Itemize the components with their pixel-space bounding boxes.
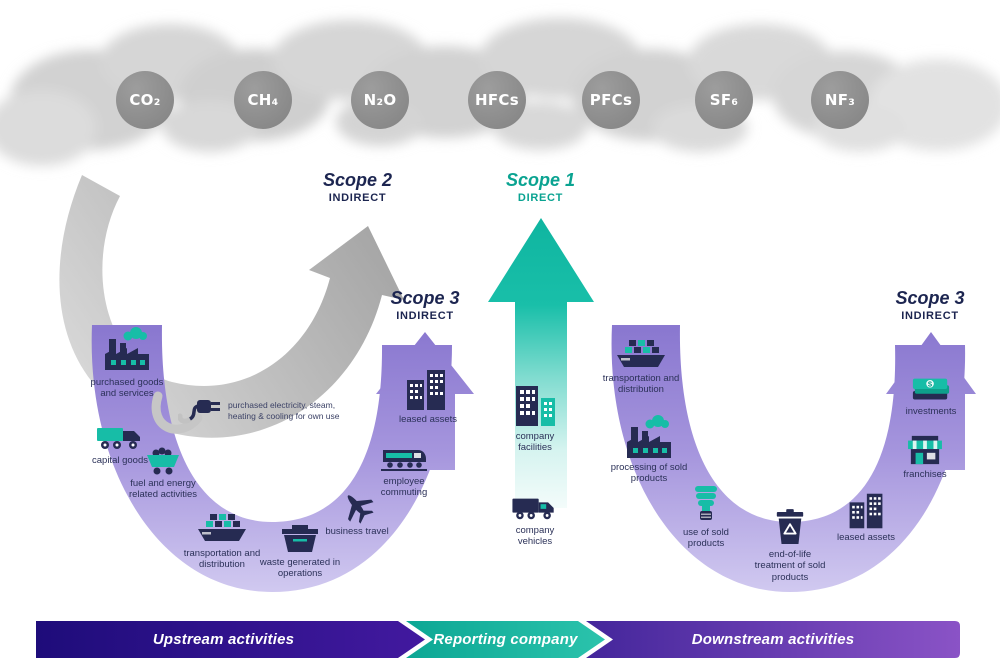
buildings-icon	[844, 492, 888, 530]
activity-label: investments	[905, 406, 957, 417]
upstream-banner	[36, 621, 425, 658]
gas-bubble: CH₄	[234, 71, 292, 129]
company-building-icon	[511, 382, 559, 428]
reporting-banner	[406, 621, 605, 658]
factory-icon	[103, 326, 151, 372]
scope2-title: Scope 2	[322, 170, 393, 190]
factory-icon	[625, 414, 673, 460]
activity-label: transportation and distribution	[602, 373, 680, 396]
scope3-downstream-title: Scope 3	[895, 288, 965, 308]
recycle-bin-icon	[774, 508, 806, 546]
scope1-label: Scope 1 DIRECT	[473, 170, 608, 204]
downstream-banner	[586, 621, 960, 658]
scope3-upstream-arrow	[376, 332, 474, 470]
scope3-downstream-arrow	[886, 332, 976, 470]
gas-bubble: SF₆	[695, 71, 753, 129]
dumpster-icon	[280, 524, 320, 554]
scope3-upstream-label: Scope 3 INDIRECT	[360, 288, 490, 322]
activity-label: capital goods	[92, 455, 148, 466]
downstream-banner-label: Downstream activities	[691, 631, 855, 648]
scope3-upstream-subtitle: INDIRECT	[396, 310, 454, 322]
activity-label: company vehicles	[515, 525, 555, 548]
activity-label: waste generated in operations	[259, 557, 341, 580]
activity-label: use of sold products	[683, 527, 729, 550]
ship-icon	[615, 338, 667, 370]
electricity-cord	[151, 391, 203, 434]
activity-label: fuel and energy related activities	[128, 478, 198, 501]
plane-icon	[337, 486, 375, 524]
gas-bubble: NF₃	[811, 71, 869, 129]
scope3-upstream-title: Scope 3	[390, 288, 460, 308]
activity-label: purchased electricity, steam, heating & …	[228, 400, 340, 422]
activity-label: end-of-life treatment of sold products	[754, 549, 826, 583]
activity-label: leased assets	[836, 532, 896, 543]
storefront-icon	[906, 434, 944, 466]
scope2-label: Scope 2 INDIRECT	[290, 170, 425, 204]
gas-bubble: PFCs	[582, 71, 640, 129]
activity-label: employee commuting	[380, 476, 428, 499]
ship-icon	[196, 512, 248, 544]
upstream-banner-label: Upstream activities	[152, 631, 295, 648]
cfl-bulb-icon	[692, 484, 720, 524]
plug-icon	[178, 390, 224, 424]
delivery-truck-icon	[510, 492, 558, 522]
activity-label: purchased goods and services	[90, 377, 164, 400]
svg-text:$: $	[928, 380, 933, 389]
money-icon: $	[911, 376, 951, 404]
buildings-icon	[404, 368, 448, 412]
activity-label: company facilities	[515, 431, 555, 454]
activity-label: leased assets	[398, 414, 458, 425]
minecart-icon	[145, 446, 181, 476]
gas-bubble: N₂O	[351, 71, 409, 129]
scope1-subtitle: DIRECT	[517, 192, 564, 204]
scope3-downstream-label: Scope 3 INDIRECT	[865, 288, 995, 322]
upstream-loop	[91, 325, 453, 592]
activity-label: business travel	[325, 526, 389, 537]
activity-label: franchises	[903, 469, 947, 480]
scope2-subtitle: INDIRECT	[328, 192, 387, 204]
truck-icon	[96, 420, 144, 452]
scope1-arrow	[488, 218, 594, 508]
gas-bubble: CO₂	[116, 71, 174, 129]
gas-bubble: HFCs	[468, 71, 526, 129]
activity-label: transportation and distribution	[183, 548, 261, 571]
scope3-downstream-subtitle: INDIRECT	[901, 310, 959, 322]
train-icon	[380, 444, 428, 472]
scope1-title: Scope 1	[505, 170, 576, 190]
activity-label: processing of sold products	[610, 462, 688, 485]
reporting-banner-label: Reporting company	[433, 631, 578, 648]
